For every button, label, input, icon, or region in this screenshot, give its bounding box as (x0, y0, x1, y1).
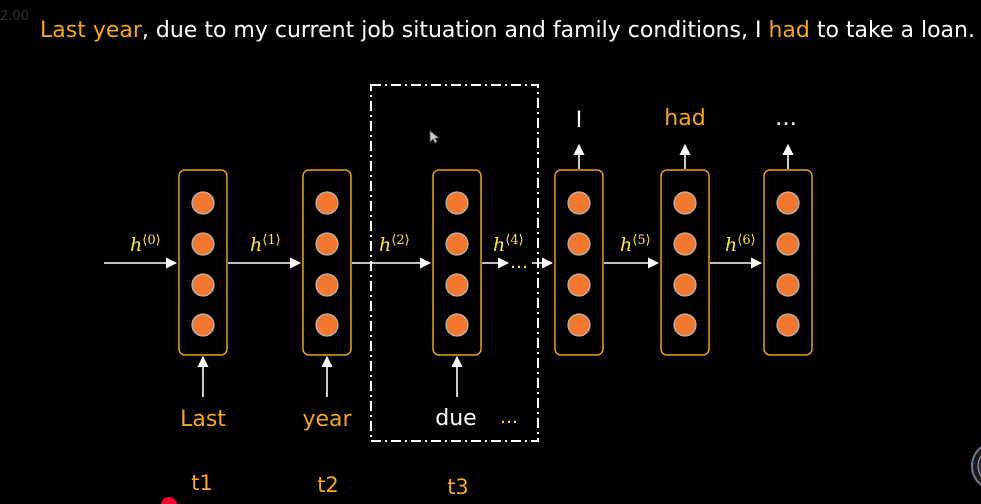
mouse-cursor-icon (429, 130, 440, 144)
output-arrows (573, 143, 794, 169)
timestep-label-2: t2 (317, 473, 339, 497)
hidden-label-1: h⟨1⟩ (250, 233, 281, 256)
output-label-1: I (576, 108, 583, 133)
input-label-3: due (435, 406, 476, 431)
red-pointer-dot-icon (161, 497, 177, 504)
timestep-labels: t1 t2 t3 (191, 471, 469, 499)
cell-node (315, 273, 339, 297)
rnn-cell-5 (660, 169, 710, 356)
sentence-part-2: , due to my current job situation and fa… (142, 18, 769, 43)
cell-node (445, 313, 469, 337)
hidden-labels: h⟨0⟩ h⟨1⟩ h⟨2⟩ h⟨4⟩ h⟨5⟩ h⟨6⟩ (130, 233, 756, 256)
hidden-label-2: h⟨2⟩ (379, 233, 410, 256)
rnn-cells (178, 169, 813, 356)
cell-node (776, 313, 800, 337)
sentence-part-4: to take a loan. (810, 18, 975, 43)
rnn-cell-4 (554, 169, 604, 356)
cell-node (673, 273, 697, 297)
cell-node (445, 273, 469, 297)
rnn-cell-2 (302, 169, 352, 356)
cell-node (445, 191, 469, 215)
cell-node (567, 191, 591, 215)
cell-node (673, 232, 697, 256)
cell-frame (302, 169, 352, 356)
cell-frame (660, 169, 710, 356)
hidden-label-5: h⟨6⟩ (725, 233, 756, 256)
output-labels: I had … (576, 106, 797, 133)
cell-frame (432, 169, 482, 356)
cell-node (776, 273, 800, 297)
cell-node (776, 232, 800, 256)
cell-node (191, 191, 215, 215)
cell-node (191, 232, 215, 256)
circle-button-icon[interactable] (971, 442, 981, 490)
cell-node (567, 313, 591, 337)
timestep-label-3: t3 (447, 475, 469, 499)
cell-node (673, 313, 697, 337)
hidden-ellipsis: … (510, 252, 528, 273)
rnn-cell-1 (178, 169, 228, 356)
sentence-part-1: Last year (40, 18, 143, 43)
cell-node (191, 273, 215, 297)
rnn-cell-6 (763, 169, 813, 356)
hidden-label-4: h⟨5⟩ (620, 233, 651, 256)
cell-node (776, 191, 800, 215)
hidden-label-3: h⟨4⟩ (493, 233, 524, 256)
cell-frame (178, 169, 228, 356)
cell-frame (554, 169, 604, 356)
input-labels: Last year due (180, 406, 477, 432)
hidden-label-0: h⟨0⟩ (130, 233, 161, 256)
cell-node (567, 273, 591, 297)
cell-node (445, 232, 469, 256)
input-label-1: Last (180, 407, 226, 432)
input-ellipsis: … (500, 407, 518, 428)
cell-node (191, 313, 215, 337)
cell-node (567, 232, 591, 256)
cell-node (673, 191, 697, 215)
cell-node (315, 313, 339, 337)
sentence-part-3: had (768, 18, 809, 43)
corner-value: 2.00 (0, 9, 29, 24)
cell-node (315, 191, 339, 215)
input-label-2: year (302, 407, 352, 432)
input-arrows (197, 355, 463, 397)
output-label-3: … (775, 106, 797, 131)
timestep-label-1: t1 (191, 471, 213, 495)
rnn-cell-3 (432, 169, 482, 356)
cell-node (315, 232, 339, 256)
output-label-2: had (664, 106, 705, 131)
cell-frame (763, 169, 813, 356)
sentence: Last year, due to my current job situati… (40, 18, 975, 43)
